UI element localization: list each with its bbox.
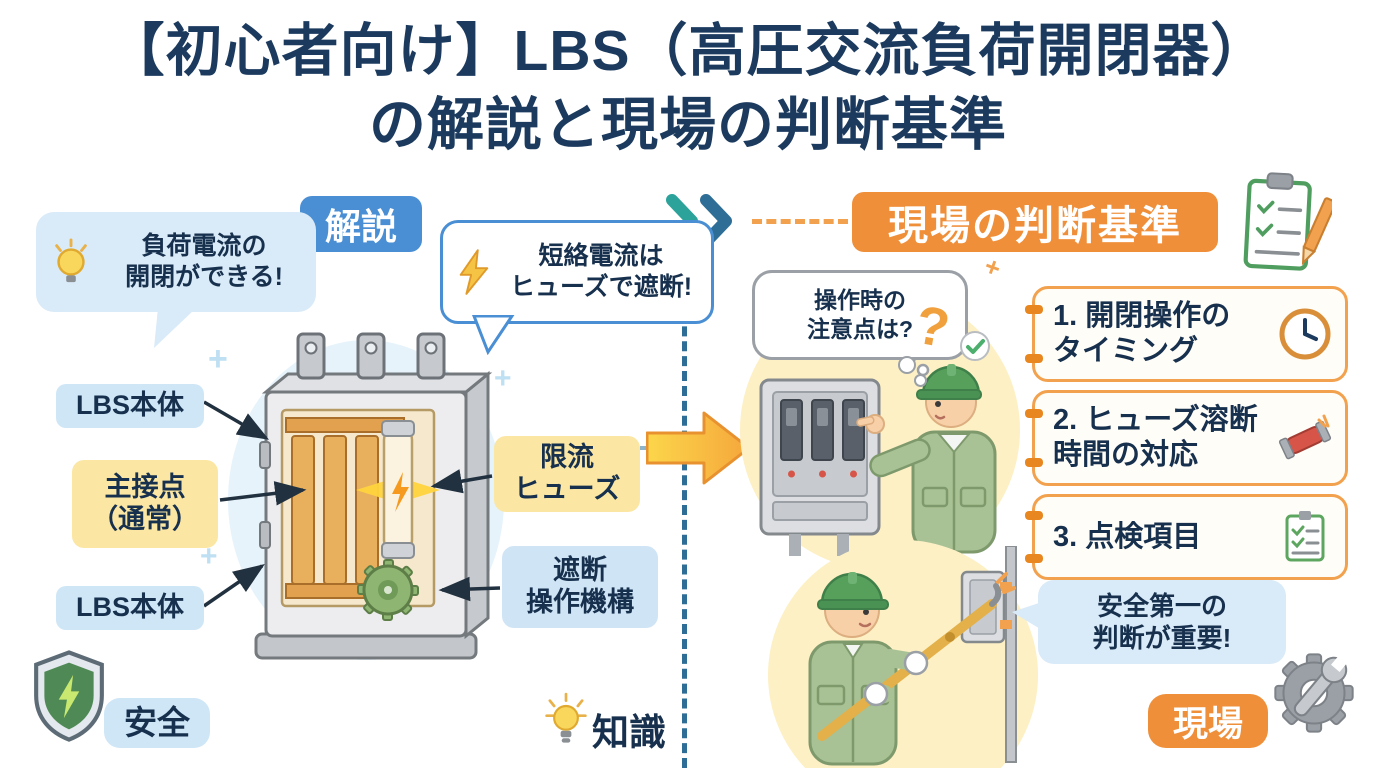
page-title-line1: 【初心者向け】LBS（高圧交流負荷開閉器）	[107, 19, 1269, 83]
site-label: 現場	[1148, 694, 1268, 748]
load-bubble-tail	[154, 308, 196, 348]
short-circuit-bubble: 短絡電流は ヒューズで遮断!	[440, 220, 714, 324]
label-lbs-body-bottom: LBS本体	[56, 586, 204, 630]
worker1	[856, 344, 997, 554]
field-criteria-badge: 現場の判断基準	[852, 192, 1218, 252]
operation-question-bubble: 操作時の 注意点は?	[752, 270, 968, 360]
label-current-limit-fuse: 限流 ヒューズ	[494, 436, 640, 512]
section-divider	[682, 252, 687, 768]
item-clip	[1025, 354, 1043, 363]
thought-dot	[914, 374, 927, 387]
criteria-item-2: 2. ヒューズ溶断 時間の対応	[1025, 390, 1348, 486]
lbs-device-illustration	[228, 332, 504, 660]
checklist-icon	[1285, 511, 1325, 562]
criteria-item-3: 3. 点検項目	[1025, 494, 1348, 580]
shield-lightning-icon	[34, 650, 104, 742]
gear-wrench-icon	[1274, 653, 1354, 733]
worker1-panel-illustration	[759, 344, 997, 556]
label-lbs-body-top: LBS本体	[56, 384, 204, 428]
item-clip	[1025, 554, 1043, 563]
clock-icon	[1279, 308, 1331, 360]
mechanism-gear	[357, 559, 419, 621]
label-main-contact: 主接点 （通常）	[72, 460, 218, 548]
dashed-connector	[752, 219, 848, 224]
explanation-badge: 解説	[300, 196, 422, 252]
page-title-line2: の解説と現場の判断基準	[369, 93, 1007, 157]
big-right-arrow-icon	[646, 411, 751, 485]
criteria-item-2-label: 2. ヒューズ溶断 時間の対応	[1053, 404, 1258, 471]
item-clip	[1025, 511, 1043, 520]
thought-dot	[898, 356, 916, 374]
terminal-lugs	[296, 332, 446, 380]
item-clip	[1025, 458, 1043, 467]
criteria-item-3-label: 3. 点検項目	[1053, 520, 1202, 553]
item-clip	[1025, 305, 1043, 314]
sparkle-icon: +	[208, 340, 228, 378]
lightbulb-icon	[55, 238, 87, 283]
contact-bars	[291, 435, 379, 585]
safety-label: 安全	[104, 698, 210, 748]
sparkle-icon: +	[200, 540, 218, 573]
clipboard-pencil-icon	[1243, 172, 1332, 271]
knowledge-lightbulb-icon	[545, 692, 587, 743]
worker2-hotstick-illustration	[808, 546, 1017, 766]
safety-bubble-tail	[1012, 602, 1042, 630]
criteria-item-1: 1. 開閉操作の タイミング	[1025, 286, 1348, 382]
spark-lines	[996, 572, 1016, 594]
load-current-bubble-text: 負荷電流の 開閉ができる!	[125, 231, 283, 291]
fuse-icon	[1278, 414, 1332, 460]
electrical-panel	[759, 378, 881, 556]
knowledge-label: 知識	[592, 712, 666, 753]
lightning-icon	[459, 249, 489, 295]
callout-arrows	[203, 400, 501, 608]
label-interrupt-mechanism: 遮断 操作機構	[502, 546, 658, 628]
sparkle-icon: +	[494, 362, 512, 395]
criteria-item-1-label: 1. 開閉操作の タイミング	[1053, 300, 1231, 367]
safety-first-bubble: 安全第一の 判断が重要!	[1038, 580, 1286, 664]
item-clip	[1025, 409, 1043, 418]
short-circuit-bubble-text: 短絡電流は ヒューズで遮断!	[509, 241, 693, 301]
check-bubble-icon	[960, 331, 990, 361]
load-current-bubble: 負荷電流の 開閉ができる!	[36, 212, 316, 312]
short-bubble-tail	[472, 315, 515, 355]
